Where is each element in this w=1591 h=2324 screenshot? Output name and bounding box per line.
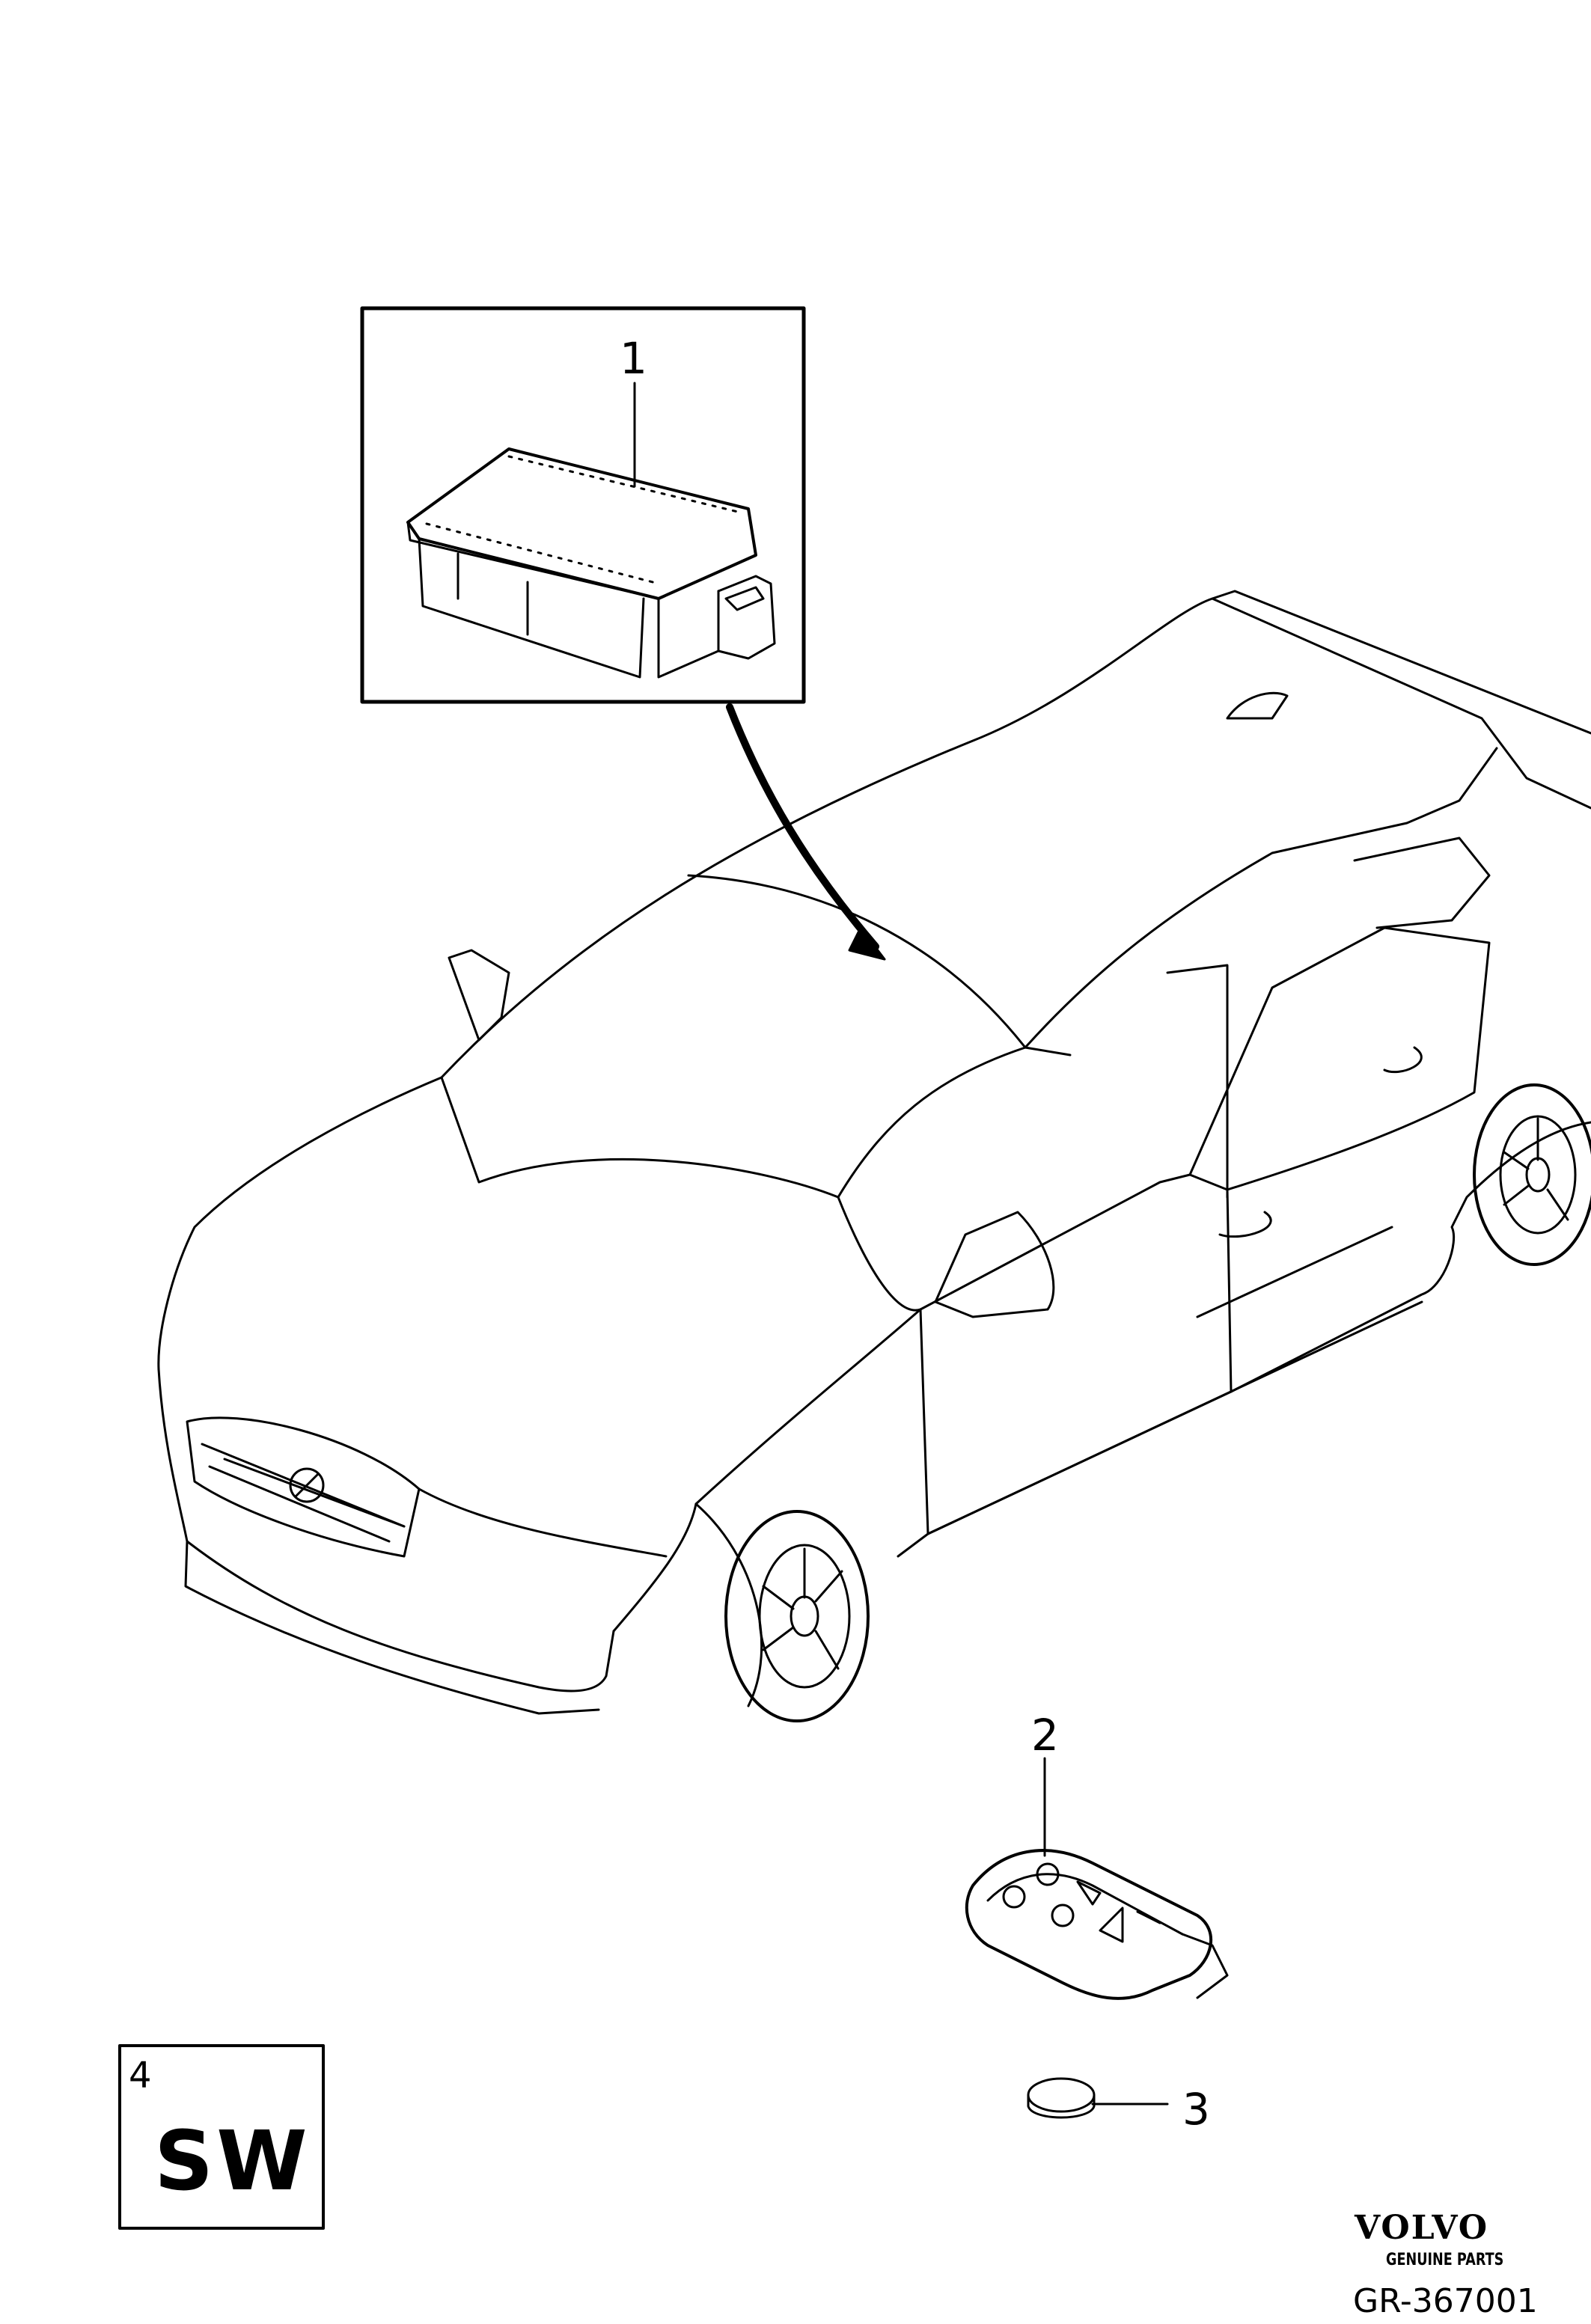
control-module-icon	[406, 447, 776, 679]
coin-battery-icon	[1027, 2077, 1096, 2119]
car-icon	[157, 590, 1591, 1722]
sw-box-label: SW	[154, 2113, 311, 2209]
brand-subtitle: GENUINE PARTS	[1386, 2251, 1504, 2269]
module-inset-frame	[360, 306, 806, 704]
remote-key-icon	[965, 1849, 1229, 2000]
drawing-number: GR-367001	[1353, 2282, 1538, 2320]
sw-box-number: 4	[129, 2055, 152, 2097]
location-arrow	[726, 703, 879, 950]
callout-label-2: 2	[1031, 1710, 1059, 1761]
callout-label-3: 3	[1182, 2084, 1210, 2135]
brand-logo-text: VOLVO	[1355, 2209, 1489, 2247]
sw-box-frame	[118, 2044, 325, 2230]
callout-label-1: 1	[620, 333, 647, 384]
